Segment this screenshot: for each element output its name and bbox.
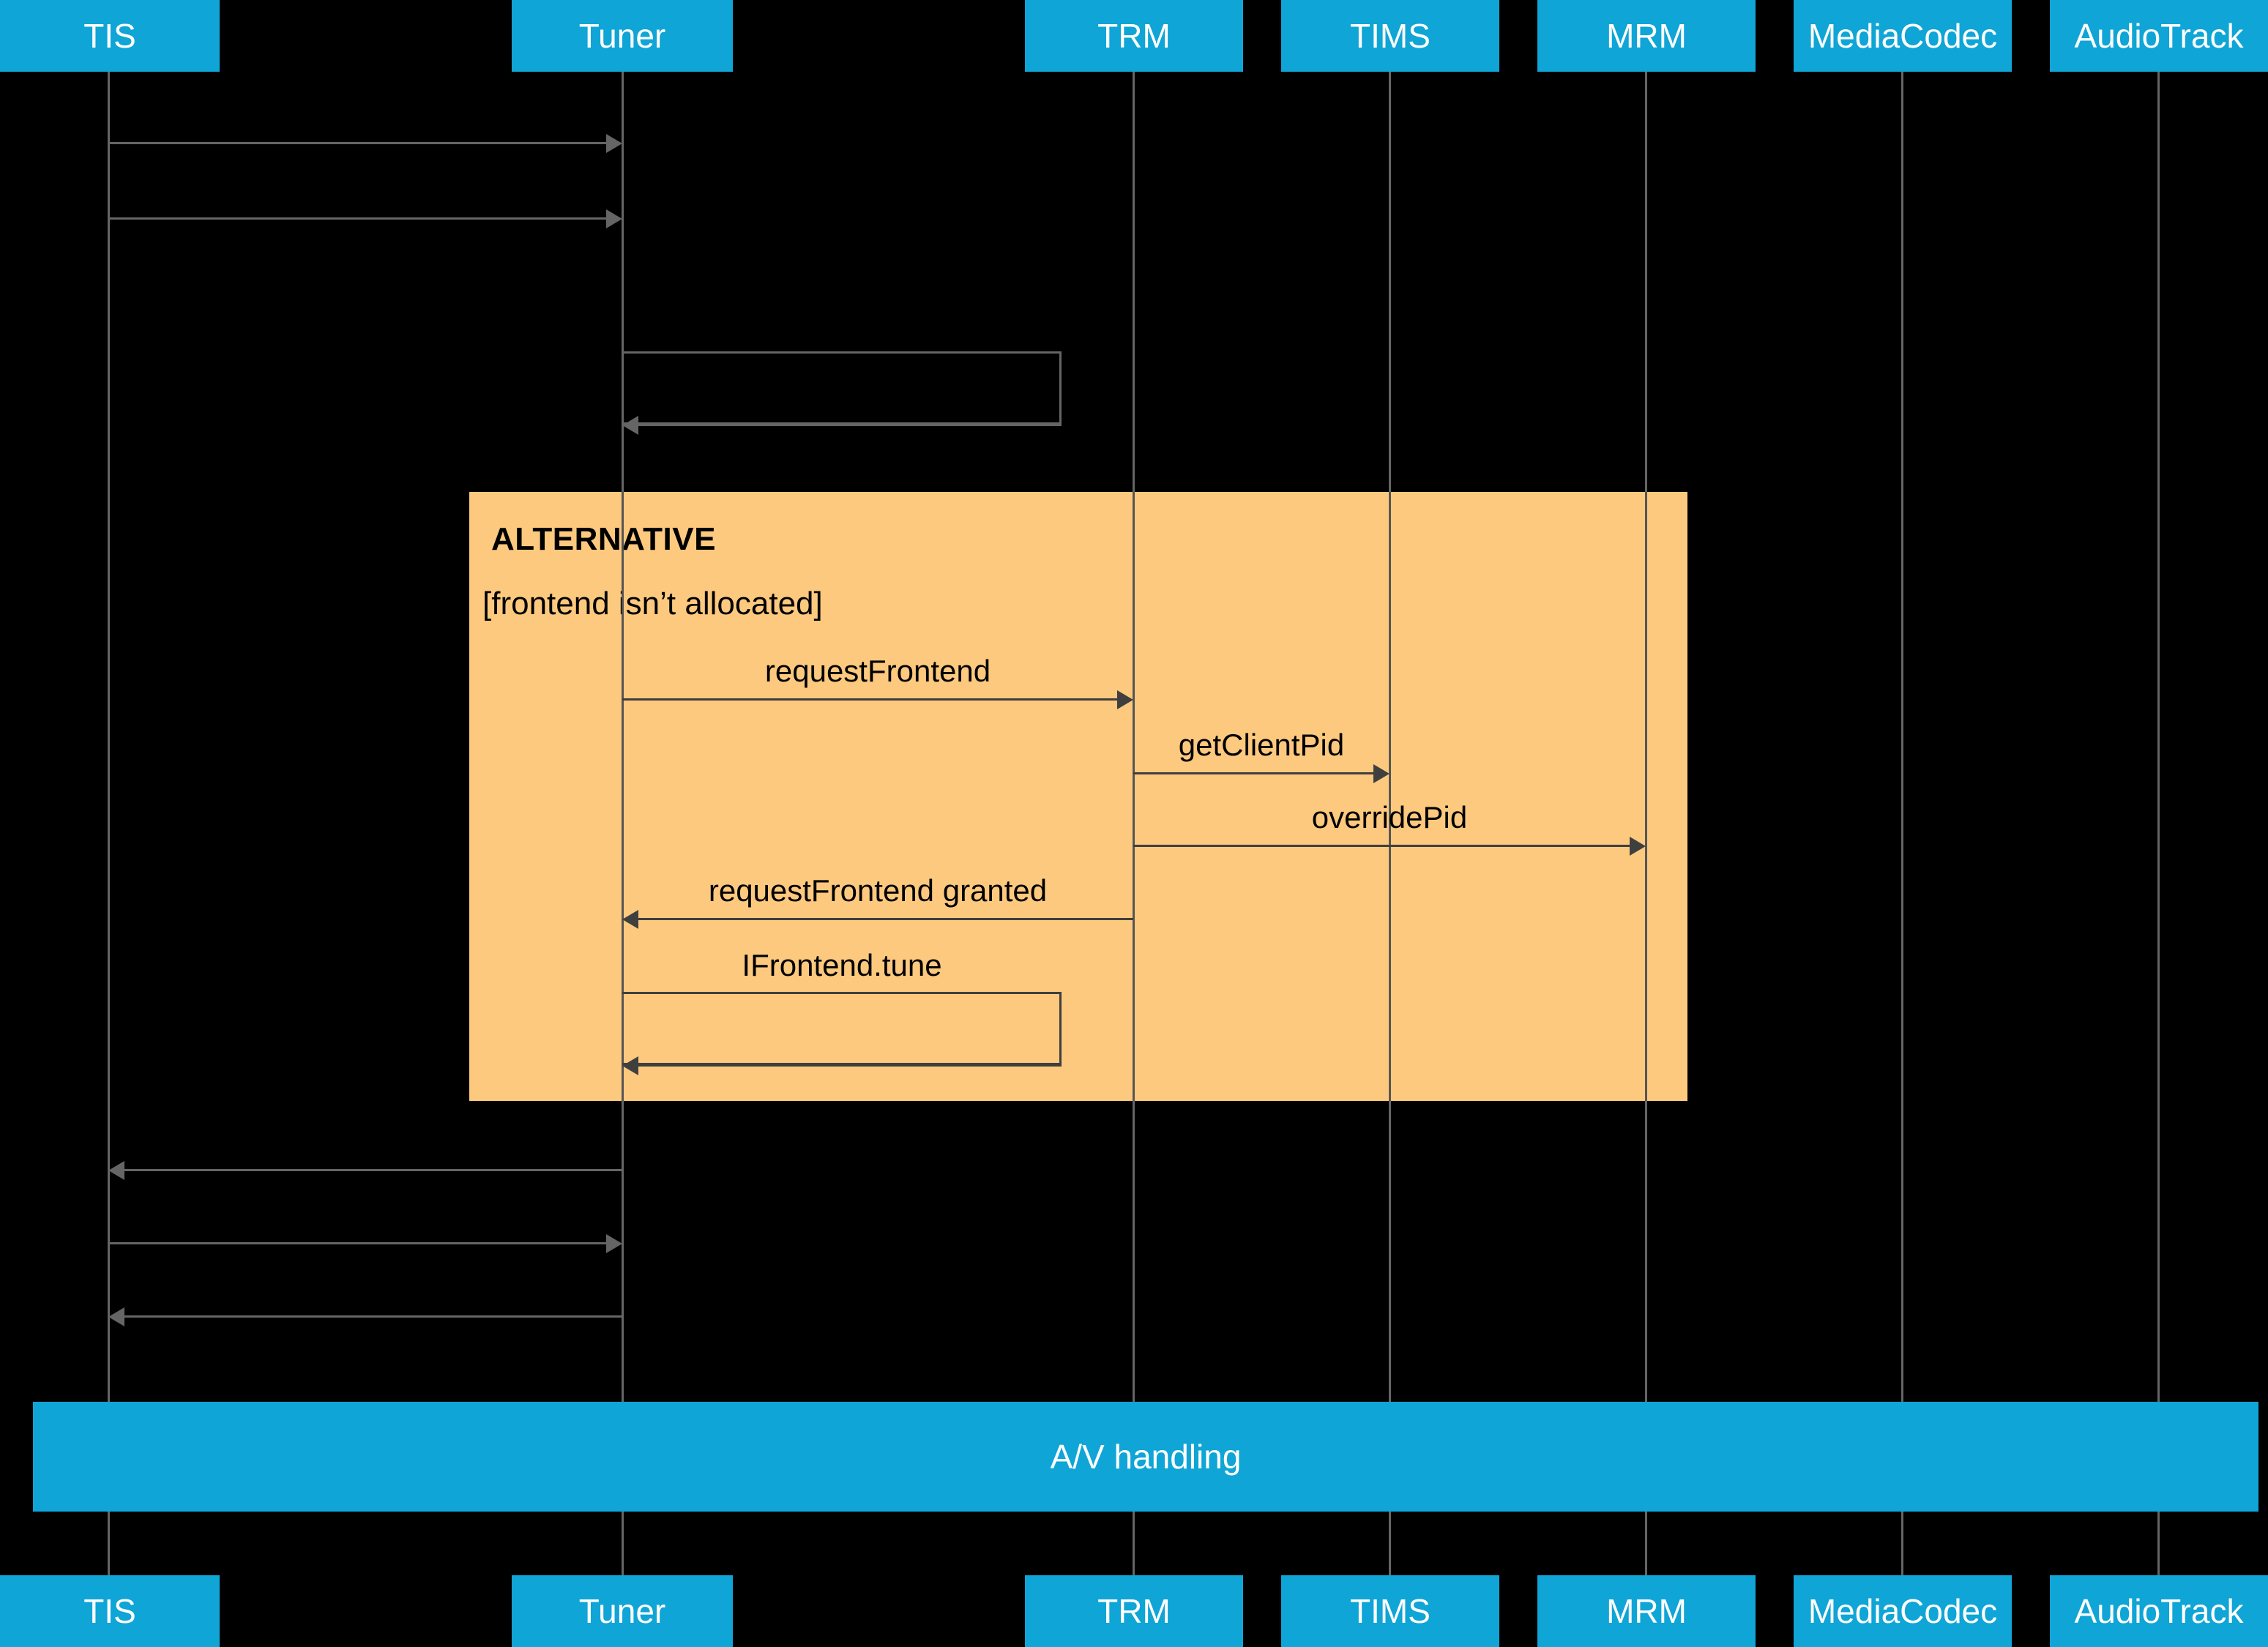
av-handling-band: A/V handling bbox=[33, 1402, 2258, 1512]
lifeline-tis bbox=[108, 72, 110, 1575]
actor-footer-tuner[interactable]: Tuner bbox=[512, 1575, 733, 1647]
message-line-m4 bbox=[622, 698, 1120, 701]
message-line-m6 bbox=[1133, 845, 1633, 847]
actor-header-mrm[interactable]: MRM bbox=[1537, 0, 1756, 72]
message-label-m4: requestFrontend bbox=[764, 654, 991, 688]
arrowhead-m11 bbox=[108, 1307, 124, 1326]
actor-footer-tis[interactable]: TIS bbox=[0, 1575, 220, 1647]
arrowhead-m7 bbox=[622, 910, 638, 929]
actor-label-mediacodec: MediaCodec bbox=[1808, 17, 1998, 55]
message-label-m8: IFrontend.tune bbox=[742, 948, 942, 982]
actor-label-mrm: MRM bbox=[1606, 17, 1687, 55]
message-label-m6: overridePid bbox=[1311, 800, 1468, 834]
fragment-kind-label: ALTERNATIVE bbox=[491, 521, 716, 557]
arrowhead-m8 bbox=[622, 1056, 638, 1075]
self-message-return-m3 bbox=[637, 424, 1062, 426]
message-line-m10 bbox=[108, 1242, 609, 1244]
arrowhead-m9 bbox=[108, 1161, 124, 1180]
actor-label-mediacodec: MediaCodec bbox=[1808, 1592, 1998, 1630]
arrowhead-m5 bbox=[1373, 764, 1389, 783]
arrowhead-m4 bbox=[1117, 690, 1133, 709]
message-line-m11 bbox=[122, 1315, 622, 1318]
message-line-m5 bbox=[1133, 772, 1376, 774]
actor-header-audiotrack[interactable]: AudioTrack bbox=[2050, 0, 2268, 72]
alternative-fragment bbox=[469, 492, 1687, 1101]
actor-footer-tims[interactable]: TIMS bbox=[1281, 1575, 1499, 1647]
arrowhead-m3 bbox=[622, 416, 638, 435]
actor-label-tis: TIS bbox=[83, 17, 136, 55]
self-message-return-m8 bbox=[637, 1064, 1062, 1067]
actor-label-trm: TRM bbox=[1097, 1592, 1171, 1630]
arrowhead-m6 bbox=[1630, 837, 1646, 856]
actor-header-tis[interactable]: TIS bbox=[0, 0, 220, 72]
actor-label-audiotrack: AudioTrack bbox=[2074, 17, 2244, 55]
message-line-m7 bbox=[635, 918, 1133, 920]
lifeline-overlay-tims bbox=[1389, 492, 1391, 1101]
self-message-m8 bbox=[622, 992, 1062, 1065]
av-handling-label: A/V handling bbox=[1050, 1438, 1242, 1476]
actor-label-audiotrack: AudioTrack bbox=[2074, 1592, 2244, 1630]
actor-footer-mrm[interactable]: MRM bbox=[1537, 1575, 1756, 1647]
lifeline-mediacodec bbox=[1901, 72, 1903, 1575]
self-message-m3 bbox=[622, 351, 1062, 425]
actor-label-tims: TIMS bbox=[1350, 17, 1430, 55]
actor-header-tims[interactable]: TIMS bbox=[1281, 0, 1499, 72]
message-label-m5: getClientPid bbox=[1178, 728, 1345, 762]
actor-header-mediacodec[interactable]: MediaCodec bbox=[1794, 0, 2012, 72]
actor-label-tis: TIS bbox=[83, 1592, 136, 1630]
message-label-m7: requestFrontend granted bbox=[708, 873, 1048, 908]
lifeline-audiotrack bbox=[2157, 72, 2160, 1575]
arrowhead-m2 bbox=[606, 209, 622, 228]
message-line-m1 bbox=[108, 142, 609, 144]
arrowhead-m10 bbox=[606, 1234, 622, 1253]
actor-footer-audiotrack[interactable]: AudioTrack bbox=[2050, 1575, 2268, 1647]
actor-label-tuner: Tuner bbox=[578, 1592, 666, 1630]
actor-label-tuner: Tuner bbox=[578, 17, 666, 55]
arrowhead-m1 bbox=[606, 134, 622, 153]
lifeline-overlay-trm bbox=[1133, 492, 1135, 1101]
actor-footer-mediacodec[interactable]: MediaCodec bbox=[1794, 1575, 2012, 1647]
actor-footer-trm[interactable]: TRM bbox=[1025, 1575, 1243, 1647]
actor-label-mrm: MRM bbox=[1606, 1592, 1687, 1630]
fragment-guard-label: [frontend isn’t allocated] bbox=[482, 586, 823, 621]
message-line-m9 bbox=[122, 1169, 622, 1171]
actor-label-tims: TIMS bbox=[1350, 1592, 1430, 1630]
lifeline-overlay-mrm bbox=[1645, 492, 1647, 1101]
actor-label-trm: TRM bbox=[1097, 17, 1171, 55]
message-line-m2 bbox=[108, 217, 609, 220]
actor-header-tuner[interactable]: Tuner bbox=[512, 0, 733, 72]
actor-header-trm[interactable]: TRM bbox=[1025, 0, 1243, 72]
lifeline-overlay-tuner bbox=[622, 492, 624, 1101]
